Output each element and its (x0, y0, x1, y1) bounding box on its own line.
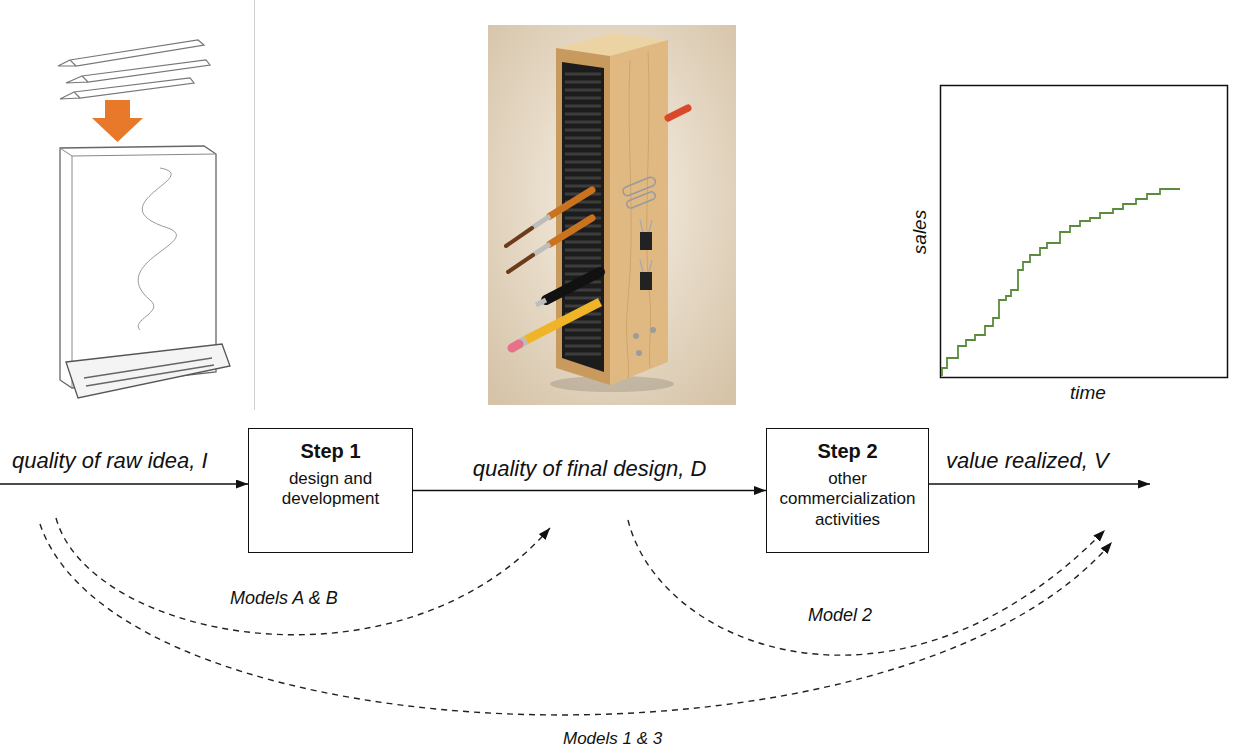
pencil-sketch (60, 78, 194, 99)
axis-label: sales (909, 210, 932, 254)
paper-clip (626, 191, 657, 210)
divider-line (254, 0, 255, 410)
push-pin (650, 327, 656, 333)
step-title: Step 2 (775, 439, 920, 463)
input-arrow (0, 483, 248, 485)
brush-bristles (508, 255, 533, 272)
process-box: Step 2 other commercialization activities (766, 428, 929, 553)
photo-background (488, 25, 736, 405)
push-pin (633, 333, 639, 339)
clip-handle (640, 220, 652, 272)
push-pin (636, 350, 642, 356)
red-pencil (668, 108, 688, 118)
brush-handle (550, 190, 592, 216)
flow-label: quality of final design, D (471, 456, 709, 482)
drop-arrow (92, 100, 143, 142)
sales-step-line (942, 189, 1180, 376)
pen-sketch (84, 358, 214, 386)
brush-ferrule (532, 216, 550, 228)
model-label: Model 2 (808, 605, 872, 627)
slot-insert (562, 62, 604, 372)
pencil-sketch (58, 40, 204, 66)
flow-arrow (413, 490, 766, 492)
paper-clip (622, 176, 657, 197)
model-arc (40, 524, 1112, 715)
brush-ferrule (533, 244, 550, 255)
block-left-face (556, 48, 610, 385)
step-description: design and development (257, 469, 404, 510)
output-arrow (928, 483, 1150, 485)
binder-clip (640, 272, 652, 290)
step-description: other commercialization activities (775, 469, 920, 530)
pen-tip (536, 300, 546, 305)
pencil-eraser (512, 344, 519, 348)
brush-handle (550, 218, 592, 244)
output-label: value realized, V (946, 448, 1109, 474)
model-label: Models A & B (230, 588, 338, 610)
step-title: Step 1 (257, 439, 404, 463)
tray-base-sketch (66, 344, 230, 398)
scribble-sketch (138, 168, 176, 330)
wood-grain (627, 52, 651, 378)
pencil (526, 302, 600, 340)
binder-clip (640, 232, 652, 250)
brush-bristles (506, 228, 532, 246)
block-right-face (610, 40, 668, 385)
axis-label: time (1070, 382, 1106, 405)
pen (546, 272, 600, 300)
input-label: quality of raw idea, I (12, 448, 208, 474)
model-label: Models 1 & 3 (563, 729, 662, 749)
process-box: Step 1 design and development (248, 428, 413, 553)
chart-frame (941, 86, 1228, 378)
